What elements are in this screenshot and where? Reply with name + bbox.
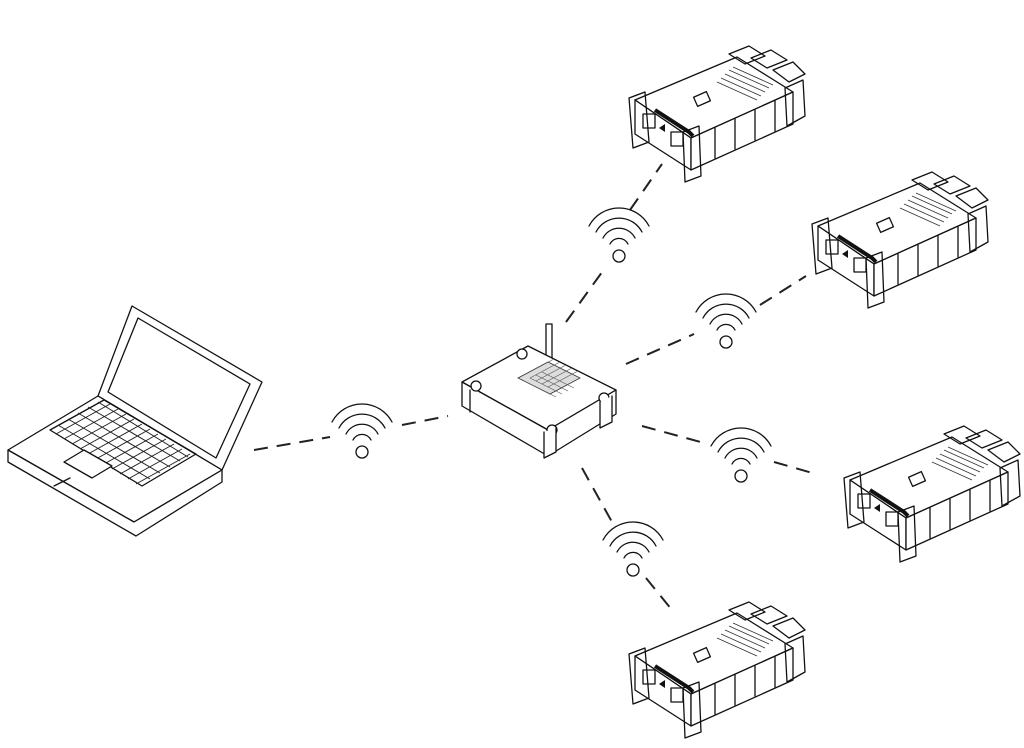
wifi-icon <box>695 293 757 349</box>
link-router-device-4 <box>581 467 673 611</box>
link-laptop-router <box>253 415 449 451</box>
link-router-device-2 <box>625 275 807 365</box>
wifi-icon <box>331 403 393 459</box>
wifi-icon <box>710 427 772 483</box>
laptop-icon <box>7 305 263 537</box>
link-router-device-1 <box>565 163 663 323</box>
diagnostic-device-2-icon <box>810 170 990 310</box>
wireless-router-icon <box>461 323 617 459</box>
diagnostic-device-3-icon <box>842 424 1022 564</box>
link-router-device-3 <box>641 425 817 475</box>
diagnostic-device-1-icon <box>627 44 807 184</box>
diagnostic-device-4-icon <box>627 600 807 740</box>
wifi-icon <box>588 207 650 263</box>
wifi-icon <box>602 521 664 577</box>
